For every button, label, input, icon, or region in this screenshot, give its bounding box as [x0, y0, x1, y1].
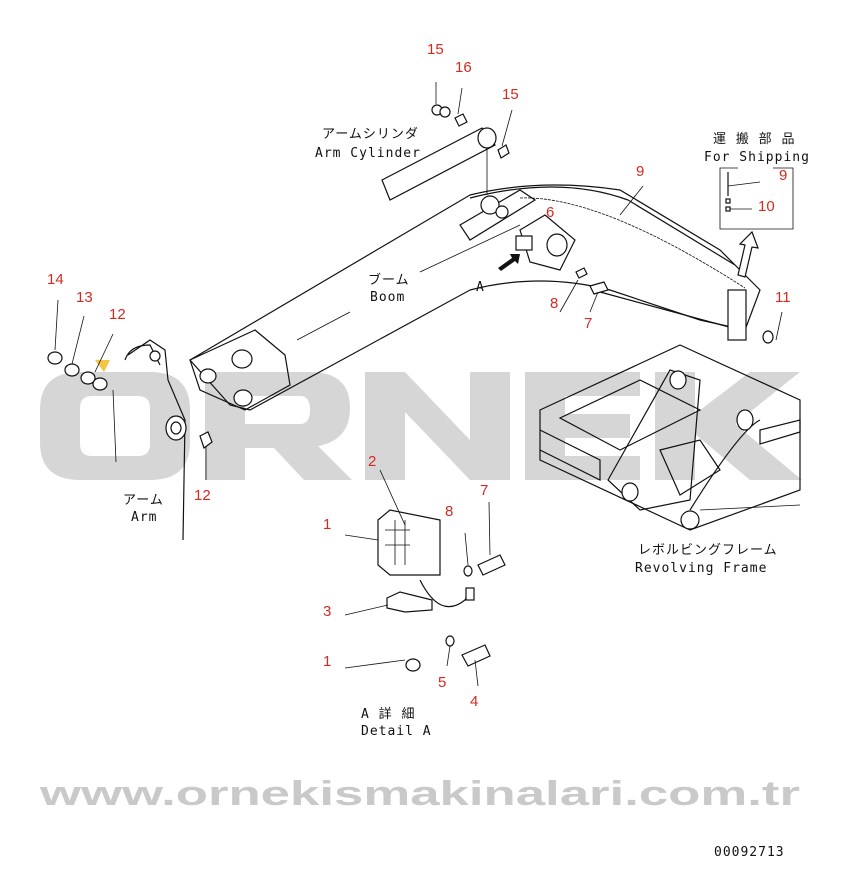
callout-15[interactable]: 15: [427, 41, 444, 58]
arm-cylinder-label-jp: アームシリンダ: [322, 127, 419, 142]
watermark-logo: [40, 372, 802, 480]
detail-a-drawing: [377, 509, 506, 672]
callout-7[interactable]: 7: [584, 315, 592, 332]
callout-1[interactable]: 1: [323, 516, 331, 533]
callout-numbers: 15 16 15 9 9 10 6 8 7 11 14 13 12 12 2 1…: [47, 41, 791, 710]
leader-lines: [54, 82, 783, 687]
boom-label: Boom: [370, 290, 405, 305]
callout-8[interactable]: 8: [445, 503, 453, 520]
callout-13[interactable]: 13: [76, 289, 93, 306]
shipping-label-jp: 運 搬 部 品: [713, 132, 795, 147]
callout-5[interactable]: 5: [438, 674, 446, 691]
view-arrow-icon: [498, 254, 520, 271]
part-labels: アームシリンダ Arm Cylinder 運 搬 部 品 For Shippin…: [123, 127, 810, 860]
detail-a-label: Detail A: [361, 724, 432, 739]
callout-11[interactable]: 11: [775, 289, 791, 306]
callout-6[interactable]: 6: [546, 204, 554, 221]
drawing-number: 00092713: [714, 845, 785, 860]
pins-top: [431, 104, 510, 159]
detail-a-label-jp: A 詳 細: [361, 706, 415, 722]
callout-16[interactable]: 16: [455, 59, 472, 76]
callout-3[interactable]: 3: [323, 603, 331, 620]
shipping-box: [719, 167, 794, 278]
revolving-frame-drawing: [539, 344, 801, 531]
callout-4[interactable]: 4: [470, 693, 478, 710]
callout-7[interactable]: 7: [480, 482, 488, 499]
callout-14[interactable]: 14: [47, 271, 64, 288]
boom-drawing: [189, 184, 774, 411]
revolving-frame-label: Revolving Frame: [635, 561, 767, 576]
callout-10[interactable]: 10: [758, 198, 775, 215]
callout-1[interactable]: 1: [323, 653, 331, 670]
callout-9[interactable]: 9: [636, 163, 644, 180]
arm-cylinder-label: Arm Cylinder: [315, 146, 421, 161]
callout-8[interactable]: 8: [550, 295, 558, 312]
watermark-url: www.ornekismakinalari.com.tr: [38, 775, 800, 813]
arm-label-jp: アーム: [123, 493, 164, 508]
callout-12[interactable]: 12: [194, 487, 211, 504]
callout-12[interactable]: 12: [109, 306, 126, 323]
view-a-label: A: [476, 280, 485, 295]
callout-9[interactable]: 9: [779, 167, 787, 184]
arm-cylinder-drawing: [381, 127, 497, 201]
arm-label: Arm: [131, 510, 157, 525]
revolving-frame-label-jp: レボルビングフレーム: [638, 543, 778, 558]
callout-2[interactable]: 2: [368, 453, 376, 470]
boom-label-jp: ブーム: [368, 272, 410, 288]
arm-drawing: [47, 339, 213, 541]
callout-15[interactable]: 15: [502, 86, 519, 103]
shipping-label: For Shipping: [704, 150, 810, 165]
